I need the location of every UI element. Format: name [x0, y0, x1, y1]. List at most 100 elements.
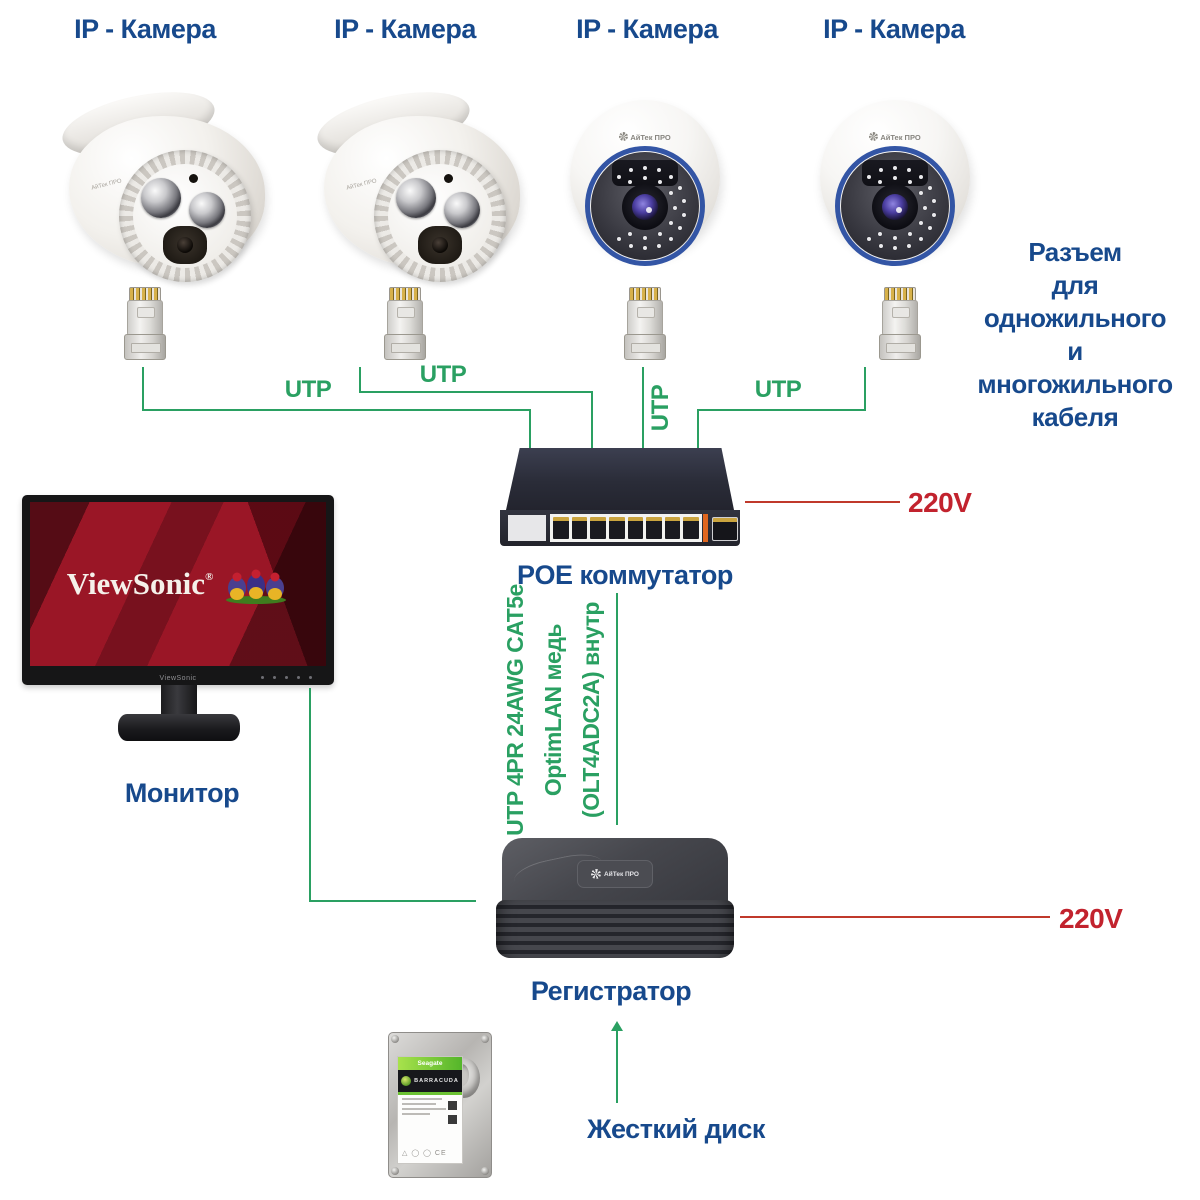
mic-hole-icon	[189, 174, 198, 183]
rj45-notch	[137, 307, 155, 318]
rj45-body	[627, 300, 663, 336]
ir-window	[612, 160, 678, 186]
camera-lens	[622, 184, 668, 230]
cable-spec-line: (OLT4ADC2A) внутр	[578, 602, 604, 818]
camera-brand-text: АйТек ПРО	[90, 178, 123, 192]
ir-led-icon	[396, 178, 436, 218]
screw-icon	[391, 1035, 399, 1043]
camera-4-label: IP - Камера	[823, 14, 965, 44]
ir-led-dot	[668, 221, 673, 225]
brand-swirl-icon	[869, 132, 879, 141]
connector-note: Разъем для одножильного и многожильного …	[972, 236, 1178, 434]
cable-spec-line: UTP 4PR 24AWG CAT5e	[502, 584, 528, 836]
hdd-label: Seagate BARRACUDA △ ◯ ◯ CE	[397, 1056, 463, 1164]
ir-led-dot	[628, 180, 632, 185]
rj45-connector-1	[123, 287, 167, 363]
camera-2-label: IP - Камера	[334, 14, 476, 44]
ir-led-dot	[918, 175, 923, 180]
ir-led-dot	[878, 180, 882, 185]
rj45-pins	[129, 287, 161, 301]
ir-led-dot	[677, 186, 682, 190]
recorder-label: Регистратор	[530, 976, 692, 1006]
utp-label-4: UTP	[754, 376, 802, 403]
rj45-pins	[389, 287, 421, 301]
utp-cable-cam1	[142, 367, 144, 410]
ir-led-dot	[923, 206, 927, 210]
utp-label-1: UTP	[284, 376, 332, 403]
ir-led-dot	[893, 246, 897, 250]
rj45-body	[387, 300, 423, 336]
rj45-pins	[884, 287, 916, 301]
camera-lens	[418, 226, 462, 264]
rj45-port	[683, 517, 699, 539]
label-text-line	[402, 1098, 442, 1100]
ir-led-dot	[682, 199, 687, 204]
dome-camera-4: АйТек ПРО	[818, 98, 976, 266]
ir-led-dot	[668, 175, 673, 180]
ir-led-dot	[867, 175, 872, 180]
ir-led-dot	[906, 168, 911, 173]
monitor-control-buttons	[261, 676, 312, 679]
ir-window	[862, 160, 928, 186]
utp-cable-cam1	[529, 409, 531, 448]
ir-led-icon	[189, 192, 225, 228]
hdd-arrow-line	[616, 1030, 618, 1103]
rj45-connector-4	[878, 287, 922, 363]
rj45-body	[882, 300, 918, 336]
ir-led-dot	[629, 243, 634, 248]
rj45-notch	[637, 307, 655, 318]
note-line: для одножильного	[983, 270, 1167, 333]
rj45-notch	[892, 307, 910, 318]
camera-brand-text: АйТек ПРО	[820, 132, 970, 142]
switch-power-label: 220V	[908, 487, 972, 518]
ir-led-dot	[656, 168, 661, 173]
ir-led-dot	[878, 231, 882, 236]
camera-lens	[872, 184, 918, 230]
ir-led-dot	[643, 176, 647, 180]
camera-1-label: IP - Камера	[74, 14, 216, 44]
rj45-slot	[131, 343, 161, 353]
dome-camera-3: АйТек ПРО	[568, 98, 726, 266]
hdd-series-text: BARRACUDA	[414, 1078, 459, 1084]
ir-led-dot	[927, 226, 932, 230]
rj45-slot	[391, 343, 421, 353]
ir-led-dot	[658, 231, 662, 236]
hdd-brand-band: Seagate	[398, 1057, 462, 1070]
recorder-power-label: 220V	[1059, 903, 1123, 934]
rj45-port	[608, 517, 625, 539]
monitor-frame: ViewSonic® ViewSonic	[22, 495, 334, 685]
poe-switch	[496, 444, 744, 548]
qr-code-icon	[448, 1101, 457, 1110]
lens-glint	[646, 207, 652, 213]
utp-label-2: UTP	[419, 361, 467, 388]
monitor-stand-neck	[161, 685, 197, 716]
ir-led-dot	[893, 236, 897, 240]
screw-icon	[481, 1167, 489, 1175]
certification-icons: △ ◯ ◯ CE	[402, 1150, 447, 1157]
rj45-pins	[629, 287, 661, 301]
ir-led-dot	[658, 180, 662, 185]
ir-led-icon	[141, 178, 181, 218]
ir-led-icon	[444, 192, 480, 228]
hard-disk: Seagate BARRACUDA △ ◯ ◯ CE	[388, 1032, 492, 1178]
utp-cable-cam4	[698, 409, 866, 411]
camera-face	[841, 152, 949, 260]
utp-cable-cam1	[142, 409, 531, 411]
dome-blue-ring	[585, 146, 705, 266]
ir-led-dot	[908, 231, 912, 236]
lens-core	[432, 237, 448, 253]
switch-label-panel	[508, 515, 546, 541]
switch-port-strip	[550, 514, 702, 542]
camera-lens	[163, 226, 207, 264]
ir-led-dot	[677, 226, 682, 230]
note-line: кабеля	[1031, 402, 1119, 432]
rj45-connector-2	[383, 287, 427, 363]
qr-code-icon	[448, 1115, 457, 1124]
lens-glint	[896, 207, 902, 213]
ir-led-dot	[918, 221, 923, 225]
monitor-stand-base	[118, 714, 240, 741]
brand-swirl-icon	[591, 869, 601, 879]
ir-led-dot	[617, 236, 622, 241]
rj45-body	[127, 300, 163, 336]
rj45-collar	[384, 334, 426, 360]
